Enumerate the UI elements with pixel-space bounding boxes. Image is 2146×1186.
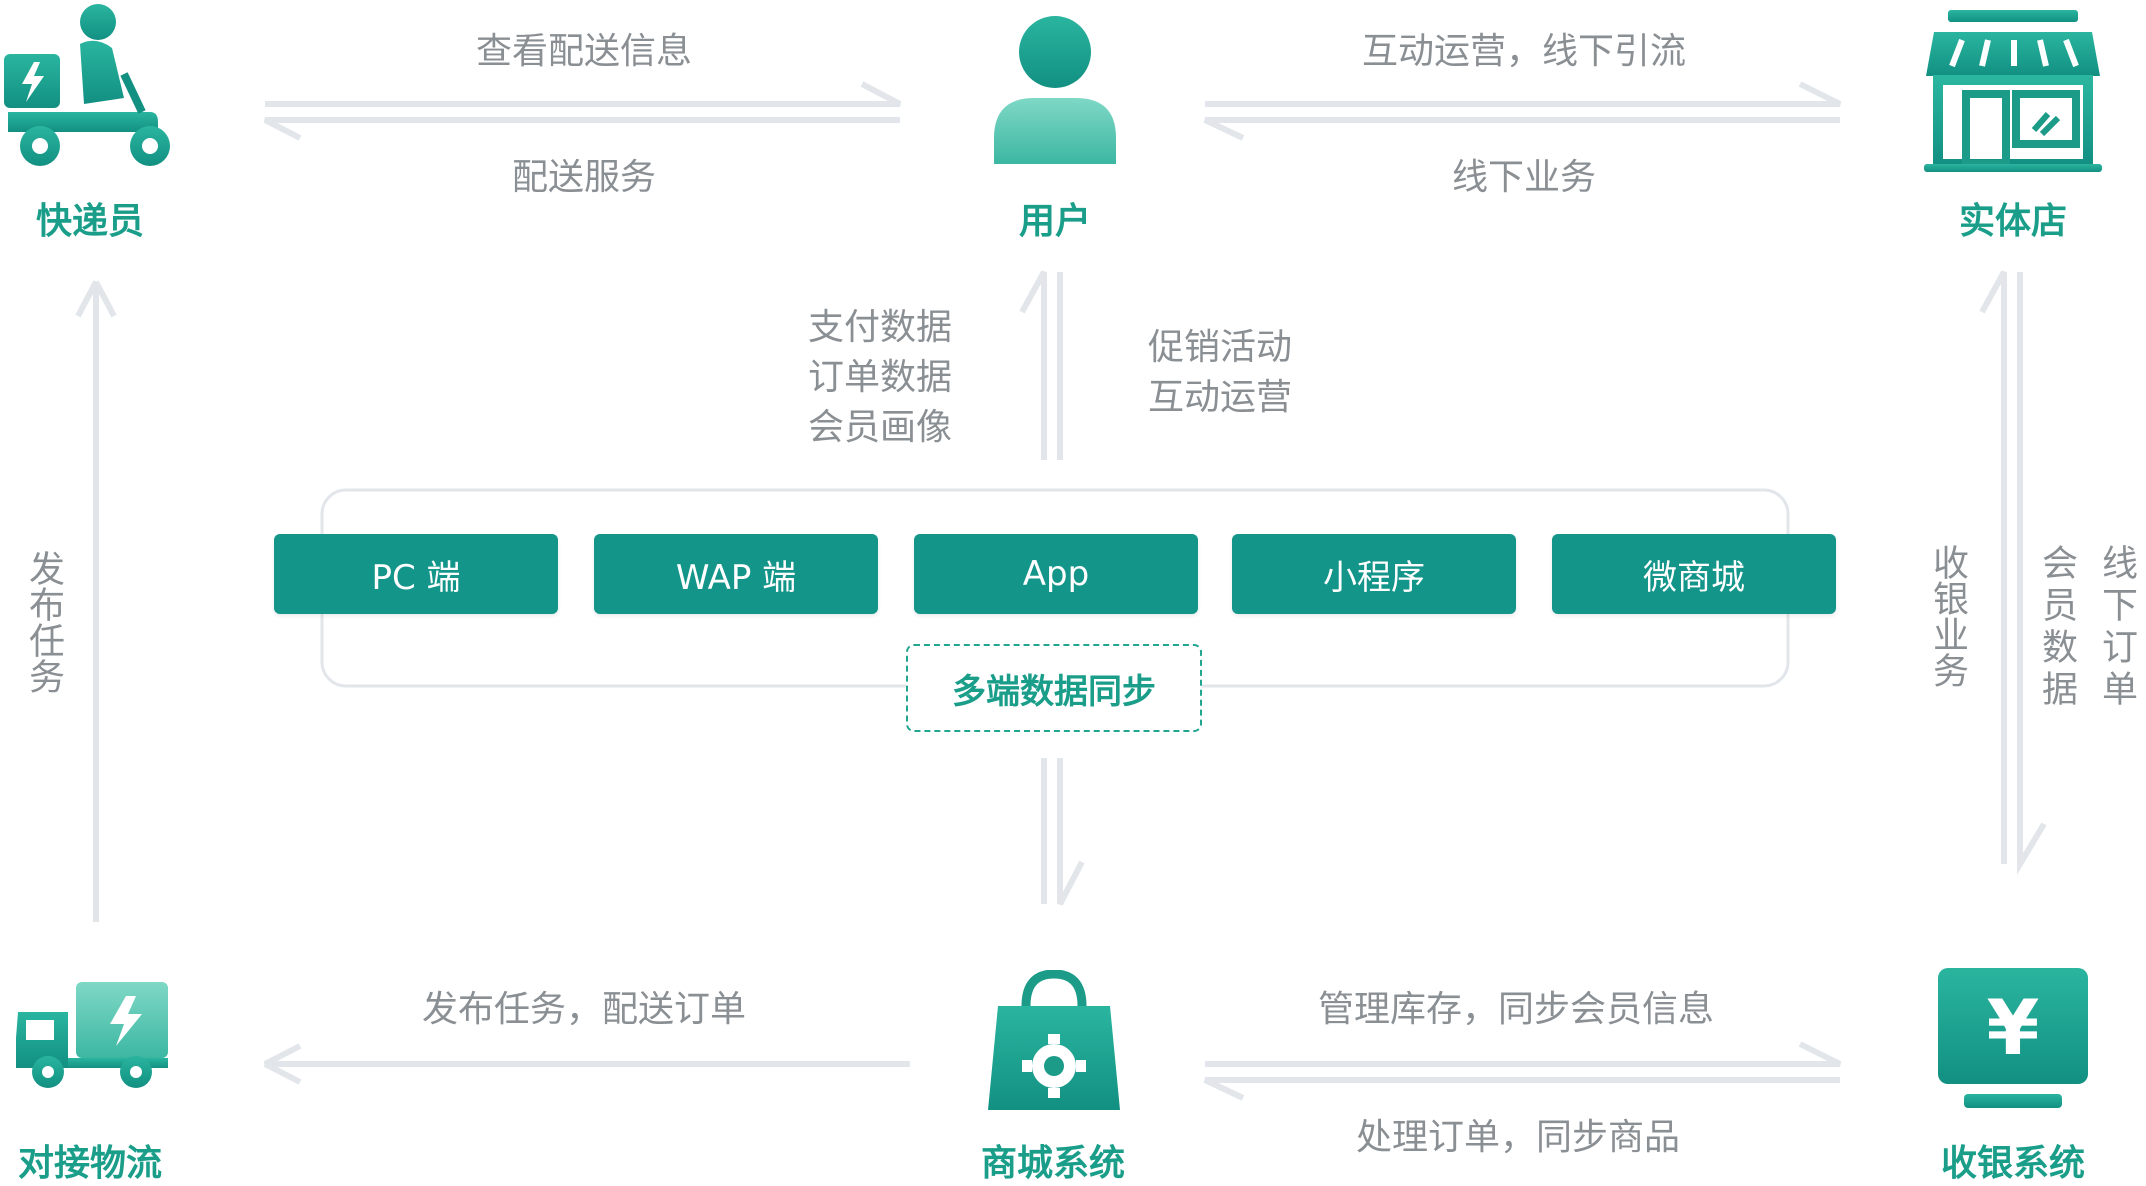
label-process-orders: 处理订单，同步商品 <box>1356 1117 1681 1158</box>
user-icon <box>994 16 1116 164</box>
label-order-data: 订单数据 <box>808 357 953 398</box>
platform-app-button[interactable]: App <box>914 534 1198 614</box>
label-member-data: 会员数据 <box>2036 544 2077 712</box>
node-cashier: 收银系统 <box>1940 1143 2085 1184</box>
label-interactive-ops-2: 互动运营 <box>1148 377 1293 418</box>
svg-text:¥: ¥ <box>1987 983 2040 1072</box>
label-cashier-business: 收银业务 <box>1927 544 1968 688</box>
node-courier: 快递员 <box>35 201 144 242</box>
delivery-scooter-icon <box>4 4 170 166</box>
cash-register-icon: ¥ <box>1938 968 2088 1108</box>
arrow-store-to-user <box>1203 117 1840 141</box>
arrow-user-to-store <box>1205 81 1842 107</box>
multi-device-sync-badge: 多端数据同步 <box>906 644 1202 732</box>
arrow-courier-to-user <box>265 81 902 107</box>
node-store: 实体店 <box>1958 201 2067 242</box>
label-payment-data: 支付数据 <box>808 307 953 348</box>
shopping-bag-icon <box>988 970 1120 1110</box>
label-interactive-ops: 互动运营，线下引流 <box>1362 31 1687 72</box>
delivery-truck-icon <box>16 982 168 1088</box>
arrow-user-to-courier <box>263 117 900 141</box>
arrow-store-to-cashier <box>2017 272 2047 875</box>
label-delivery-service: 配送服务 <box>512 157 657 198</box>
arrow-cashier-to-store <box>1979 270 2007 864</box>
arrow-center-to-user <box>1019 270 1047 460</box>
platform-miniprogram-button[interactable]: 小程序 <box>1232 534 1516 614</box>
platform-microstore-button[interactable]: 微商城 <box>1552 534 1836 614</box>
platform-wap-button[interactable]: WAP 端 <box>594 534 878 614</box>
node-user: 用户 <box>1018 201 1091 242</box>
arrow-logistics-to-courier <box>75 280 117 922</box>
node-mall: 商城系统 <box>980 1143 1125 1184</box>
platform-pc-button[interactable]: PC 端 <box>274 534 558 614</box>
label-manage-inventory: 管理库存，同步会员信息 <box>1318 989 1715 1030</box>
storefront-icon <box>1924 10 2102 172</box>
label-view-delivery-info: 查看配送信息 <box>476 31 693 72</box>
node-logistics: 对接物流 <box>17 1143 162 1184</box>
label-promotions: 促销活动 <box>1148 327 1293 368</box>
label-offline-orders: 线下订单 <box>2096 544 2137 712</box>
label-publish-deliver: 发布任务，配送订单 <box>422 989 747 1030</box>
label-publish-task: 发布任务 <box>23 550 64 694</box>
arrow-mall-to-logistics <box>263 1043 910 1085</box>
arrow-cashier-to-mall <box>1203 1077 1840 1101</box>
arrow-mall-to-cashier <box>1205 1041 1842 1067</box>
arrow-center-to-mall-b <box>1057 758 1085 906</box>
label-offline-business: 线下业务 <box>1452 157 1597 198</box>
label-member-profile: 会员画像 <box>808 407 953 448</box>
